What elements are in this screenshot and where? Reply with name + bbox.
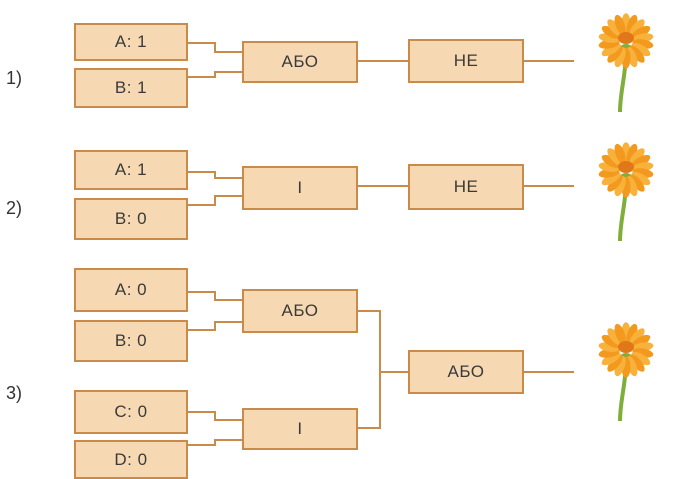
flower-icon xyxy=(598,322,654,422)
input-b-box: B: 1 xyxy=(74,68,188,108)
input-a-box: A: 1 xyxy=(74,150,188,190)
wire-d3-to-and xyxy=(188,439,242,446)
wire-a2-to-and xyxy=(188,171,242,179)
flower-icon xyxy=(598,142,654,242)
or-gate-box: АБО xyxy=(242,41,358,83)
input-a-box: A: 0 xyxy=(74,268,188,312)
and-gate-box: І xyxy=(242,166,358,210)
or-gate-box: АБО xyxy=(242,289,358,333)
final-or-gate-box: АБО xyxy=(408,350,524,394)
input-b-box: B: 0 xyxy=(74,198,188,240)
and-gate-box: І xyxy=(242,408,358,450)
not-gate-box: НЕ xyxy=(408,164,524,210)
flower-icon xyxy=(598,13,654,113)
wire-a3-to-or xyxy=(188,291,242,301)
circuit-3-number: 3) xyxy=(6,383,23,403)
wire-a1-to-or xyxy=(188,42,242,53)
input-a-box: A: 1 xyxy=(74,23,188,61)
input-b-box: B: 0 xyxy=(74,320,188,362)
wire-b1-to-or xyxy=(188,71,242,78)
wire-c3-to-and xyxy=(188,411,242,421)
wire-b3-to-or xyxy=(188,321,242,331)
not-gate-box: НЕ xyxy=(408,39,524,83)
circuit-2-number: 2) xyxy=(6,198,23,218)
input-d-box: D: 0 xyxy=(74,440,188,479)
input-c-box: C: 0 xyxy=(74,390,188,434)
circuit-1-number: 1) xyxy=(6,68,23,88)
wire-or-to-final xyxy=(358,310,381,429)
wire-b2-to-and xyxy=(188,195,242,206)
